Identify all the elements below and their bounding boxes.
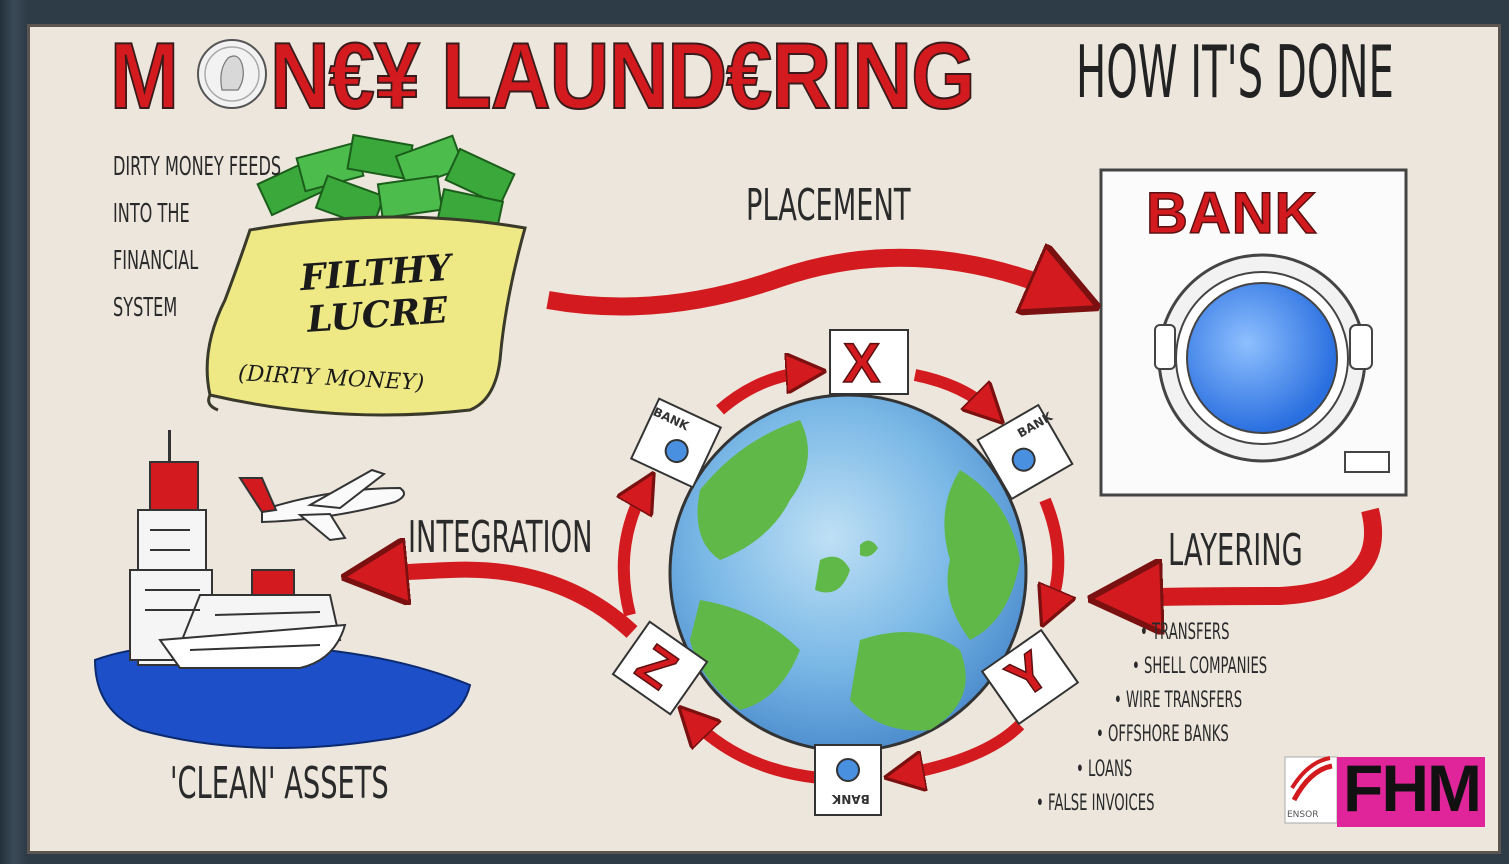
layering-method-3-text: WIRE TRANSFERS <box>1125 688 1243 713</box>
layering-method-2: • SHELL COMPANIES <box>1132 654 1268 679</box>
bank-card-bottom <box>814 744 882 816</box>
fhm-logo <box>1284 756 1485 827</box>
bank-card-right <box>976 403 1074 501</box>
clean-assets-label: 'CLEAN' ASSETS <box>170 758 389 809</box>
bank-label: BANK <box>1145 180 1318 247</box>
title-main: N€¥ LAUND€RING <box>269 22 976 129</box>
layering-method-2-text: SHELL COMPANIES <box>1143 654 1268 679</box>
intro-line-2: INTO THE <box>113 199 190 229</box>
layering-method-4: • OFFSHORE BANKS <box>1096 722 1229 747</box>
cycle-arrows <box>624 372 1059 778</box>
layering-label: LAYERING <box>1168 525 1303 576</box>
banknotes <box>256 133 516 237</box>
cruise-ship-icon <box>93 430 472 749</box>
washing-machine-bank-icon <box>1099 168 1408 497</box>
logo-small-text: ENSOR <box>1287 810 1319 820</box>
intro-line-4: SYSTEM <box>113 293 178 323</box>
globe-icon <box>668 393 1028 753</box>
card-y <box>980 628 1080 726</box>
layering-method-6: • FALSE INVOICES <box>1036 791 1155 816</box>
layering-method-1-text: TRANSFERS <box>1151 620 1230 645</box>
layering-arrow <box>1118 507 1383 598</box>
placement-arrow <box>546 258 1072 307</box>
money-bag-icon <box>205 133 527 417</box>
cycle-letter-x: X <box>842 330 881 395</box>
bank-card-bottom-label: BANK <box>832 792 870 806</box>
airplane-icon <box>238 468 405 542</box>
layering-method-6-text: FALSE INVOICES <box>1047 791 1155 816</box>
layering-method-5: • LOANS <box>1076 757 1133 782</box>
integration-label: INTEGRATION <box>408 512 593 563</box>
placement-label: PLACEMENT <box>746 180 911 231</box>
layering-method-4-text: OFFSHORE BANKS <box>1107 722 1229 747</box>
logo-text: FHM <box>1343 751 1482 825</box>
layering-method-5-text: LOANS <box>1087 757 1133 782</box>
intro-line-3: FINANCIAL <box>113 246 199 276</box>
integration-arrow <box>368 570 638 638</box>
layering-method-3: • WIRE TRANSFERS <box>1114 688 1243 713</box>
coin-icon <box>197 39 267 109</box>
card-z <box>611 620 709 716</box>
card-x <box>829 329 909 395</box>
intro-line-1: DIRTY MONEY FEEDS <box>113 152 282 182</box>
bank-card-left <box>629 397 723 489</box>
title-sub: HOW IT'S DONE <box>1076 30 1394 114</box>
layering-method-1: • TRANSFERS <box>1140 620 1230 645</box>
title-main-prefix: M <box>109 22 180 129</box>
